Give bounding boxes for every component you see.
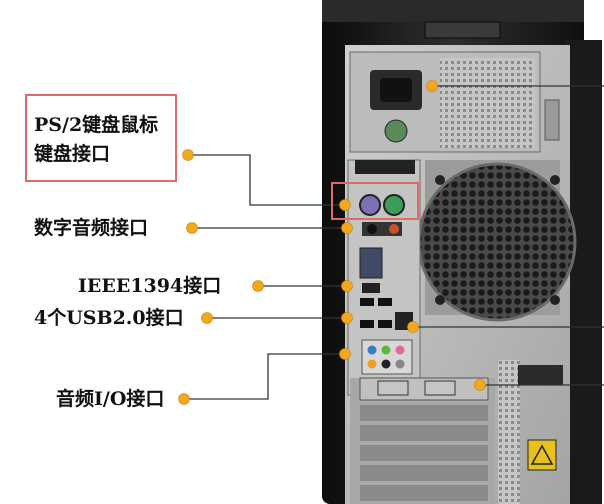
usb-label: 4个USB2.0接口 [34,307,184,329]
dvi-port [377,380,409,396]
ps2-label-highlight [25,94,177,182]
ps2-label-line2: 键盘接口 [34,143,111,165]
psu-vent [440,58,535,148]
ps2-keyboard-port [359,194,381,216]
callout-lines [184,85,604,400]
ieee1394-label: IEEE1394接口 [78,275,222,297]
fan-grille [419,164,575,320]
audio-jack [367,345,377,355]
ps2-mouse-port [383,194,405,216]
digital-audio-label: 数字音频接口 [34,217,149,239]
warning-icon [530,444,554,465]
ps2-port-highlight [331,182,419,220]
serial-port [359,247,383,279]
audio-io-label: 音频I/O接口 [56,388,165,410]
callout-dots [178,80,486,405]
usb-port [360,298,374,306]
ps2-label-line1: PS/2键盘鼠标 [34,114,159,136]
